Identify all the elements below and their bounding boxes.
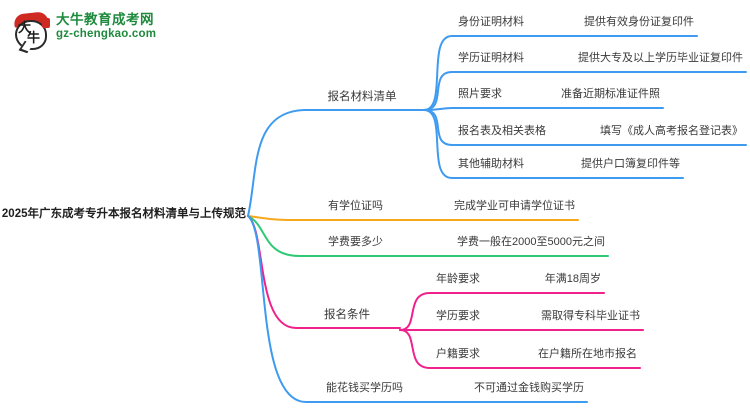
branch-value: 完成学业可申请学位证书: [454, 200, 575, 213]
logo-red-seal: [42, 18, 50, 28]
leaf-value: 在户籍所在地市报名: [538, 348, 637, 361]
leaf-value: 提供户口簿复印件等: [581, 158, 680, 171]
branch-value: 不可通过金钱购买学历: [474, 382, 584, 395]
leaf-label: 报名表及相关表格: [458, 125, 546, 138]
logo-char: 大: [18, 20, 32, 35]
leaf-row-edu-req: 学历要求 需取得专科毕业证书: [428, 306, 643, 324]
leaf-value: 填写《成人高考报名登记表》: [600, 125, 743, 138]
branch-label-conditions: 报名条件: [324, 309, 370, 321]
branch-row-buy-degree: 能花钱买学历吗 不可通过金钱购买学历: [302, 378, 587, 396]
leaf-row-edu-proof: 学历证明材料 提供大专及以上学历毕业证复印件: [450, 48, 746, 66]
logo-text: 大牛教育成考网 gz-chengkao.com: [56, 12, 157, 42]
leaf-value: 提供大专及以上学历毕业证复印件: [578, 52, 743, 65]
leaf-label: 学历要求: [436, 310, 480, 323]
branch-row-degree: 有学位证吗 完成学业可申请学位证书: [294, 196, 578, 214]
leaf-label: 身份证明材料: [458, 16, 524, 29]
leaf-value: 需取得专科毕业证书: [541, 310, 640, 323]
branch-value: 学费一般在2000至5000元之间: [457, 236, 605, 249]
branch-label: 能花钱买学历吗: [326, 382, 403, 395]
leaf-label: 年龄要求: [436, 273, 480, 286]
site-url: gz-chengkao.com: [56, 27, 157, 40]
connector-photo: [423, 107, 664, 111]
leaf-row-form: 报名表及相关表格 填写《成人高考报名登记表》: [450, 121, 746, 139]
site-logo: 大 牛 大牛教育成考网 gz-chengkao.com: [13, 11, 157, 54]
leaf-value: 准备近期标准证件照: [561, 88, 660, 101]
leaf-label: 照片要求: [458, 88, 502, 101]
daniu-logo-icon: 大 牛: [13, 11, 51, 54]
branch-label: 有学位证吗: [328, 200, 383, 213]
leaf-row-other: 其他辅助材料 提供户口簿复印件等: [450, 154, 683, 172]
leaf-label: 学历证明材料: [458, 52, 524, 65]
leaf-row-residence: 户籍要求 在户籍所在地市报名: [428, 344, 640, 362]
leaf-label: 户籍要求: [436, 348, 480, 361]
leaf-row-photo: 照片要求 准备近期标准证件照: [450, 84, 663, 102]
leaf-row-id-proof: 身份证明材料 提供有效身份证复印件: [450, 12, 697, 30]
leaf-label: 其他辅助材料: [458, 158, 524, 171]
connector-degree: [247, 215, 579, 221]
logo-char: 牛: [27, 30, 41, 45]
branch-label: 学费要多少: [328, 236, 383, 249]
leaf-row-age: 年龄要求 年满18周岁: [428, 269, 604, 287]
branch-label-materials: 报名材料清单: [327, 91, 397, 103]
leaf-value: 提供有效身份证复印件: [584, 16, 694, 29]
branch-row-tuition: 学费要多少 学费一般在2000至5000元之间: [298, 232, 608, 250]
root-title: 2025年广东成考专升本报名材料清单与上传规范: [1, 208, 246, 220]
site-name: 大牛教育成考网: [56, 12, 154, 27]
leaf-value: 年满18周岁: [544, 273, 601, 286]
